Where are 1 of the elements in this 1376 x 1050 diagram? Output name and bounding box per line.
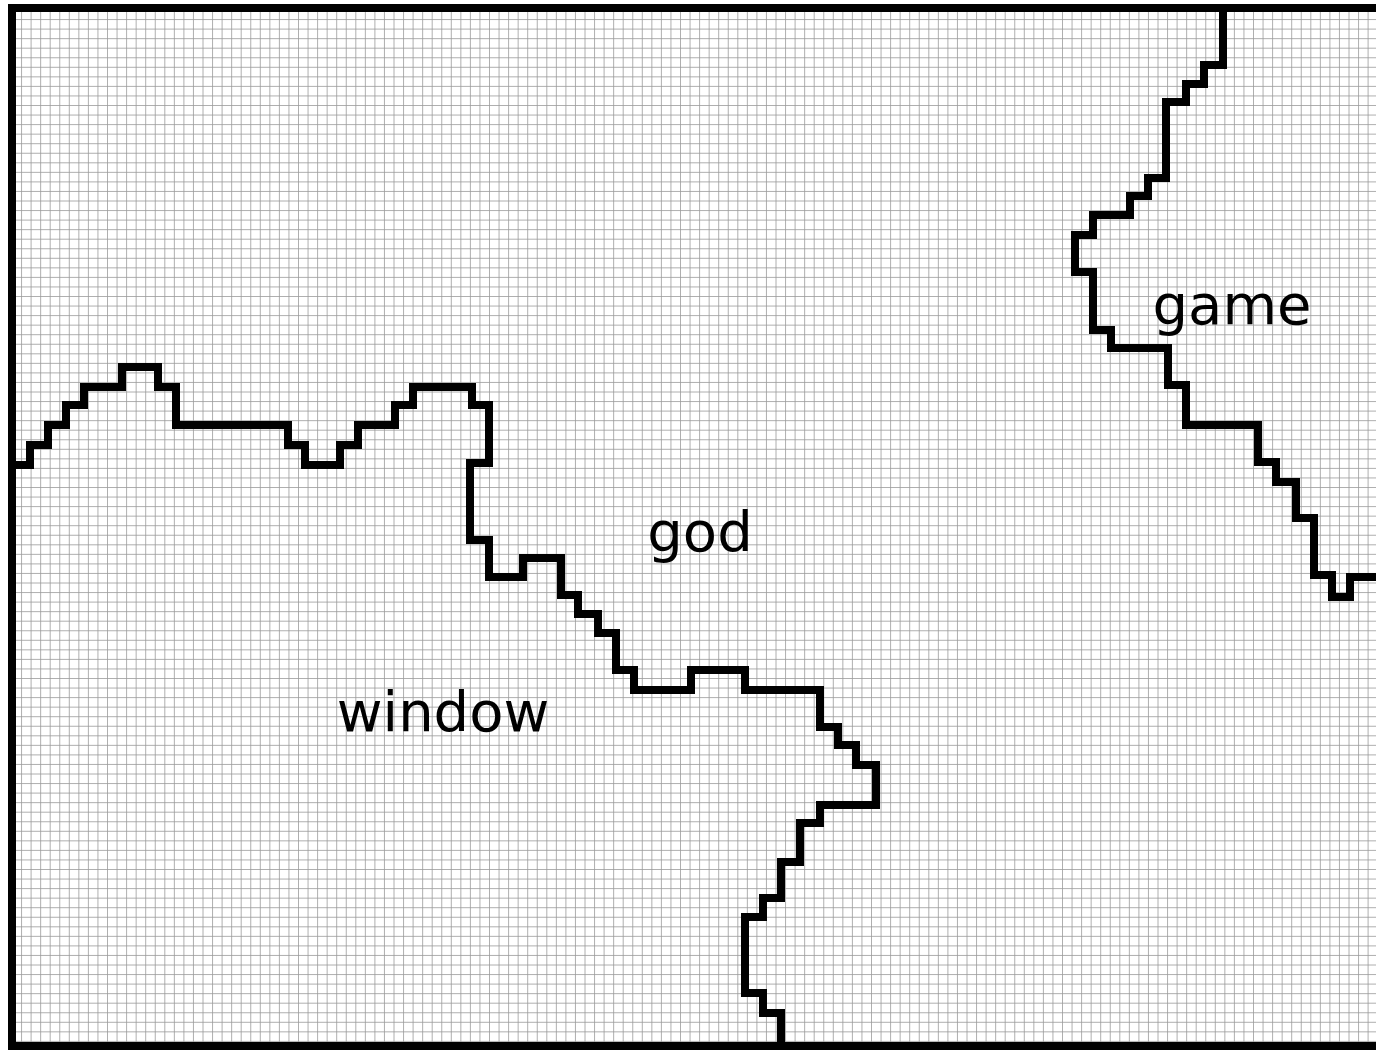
- region-name: window: [336, 684, 550, 740]
